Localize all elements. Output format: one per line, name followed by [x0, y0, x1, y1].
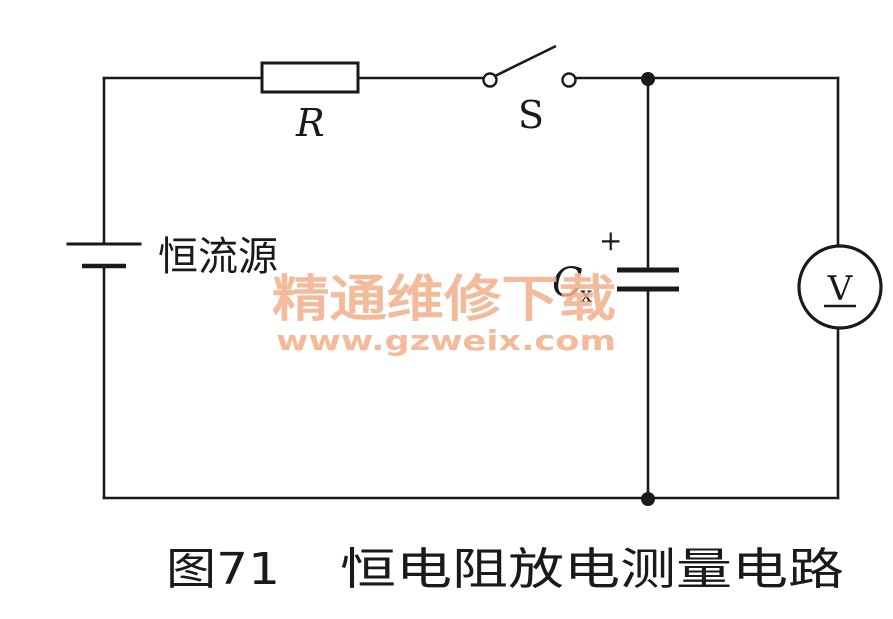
switch	[482, 44, 577, 88]
capacitor-polarity: +	[599, 224, 622, 257]
capacitor-label: C	[552, 260, 583, 306]
watermark-url: www.gzweix.com	[276, 324, 616, 357]
resistor-label: R	[295, 101, 325, 145]
resistor	[260, 61, 360, 94]
figure-title: 恒电阻放电测量电路	[340, 544, 844, 595]
capacitor-label-subscript: x	[580, 283, 593, 308]
source-label: 恒流源	[158, 234, 278, 280]
voltmeter-label: V	[827, 269, 854, 309]
watermark-title: 精通维修下载	[272, 270, 616, 328]
switch-label: S	[518, 93, 544, 137]
figure-number: 图71	[166, 544, 280, 595]
voltmeter	[797, 244, 883, 330]
